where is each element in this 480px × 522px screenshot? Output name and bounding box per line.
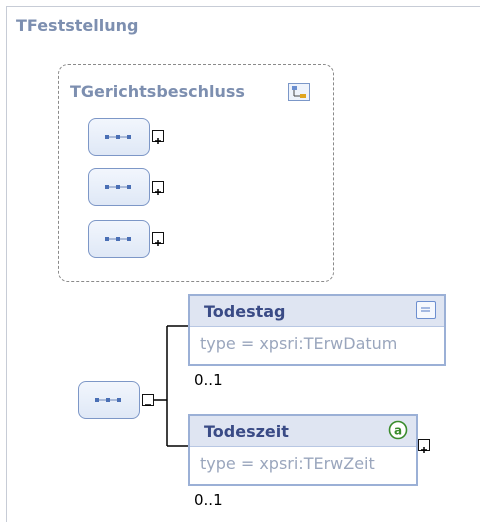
sequence-compositor[interactable] xyxy=(88,220,150,258)
element-todeszeit[interactable]: Todeszeit a type = xpsri:TErwZeit xyxy=(188,414,418,486)
element-header xyxy=(190,416,416,447)
element-name: Todestag xyxy=(204,302,286,321)
expand-icon[interactable] xyxy=(152,130,164,144)
element-todestag[interactable]: Todestag type = xpsri:TErwDatum xyxy=(188,294,446,366)
expand-icon[interactable] xyxy=(152,181,164,195)
element-name: Todeszeit xyxy=(204,422,289,441)
element-header xyxy=(190,296,444,327)
sequence-compositor[interactable] xyxy=(78,381,140,419)
element-type: type = xpsri:TErwDatum xyxy=(200,334,398,353)
sequence-compositor[interactable] xyxy=(88,118,150,156)
expand-icon[interactable] xyxy=(152,232,164,246)
svg-text:a: a xyxy=(394,424,402,438)
sequence-compositor[interactable] xyxy=(88,168,150,206)
attribute-icon: a xyxy=(388,420,408,440)
simple-content-icon xyxy=(416,301,436,319)
collapse-icon[interactable] xyxy=(142,394,154,406)
complex-type-icon xyxy=(288,83,310,101)
cardinality-label: 0..1 xyxy=(194,371,223,389)
diagram-frame xyxy=(6,6,480,522)
element-type: type = xpsri:TErwZeit xyxy=(200,454,375,473)
expand-icon[interactable] xyxy=(418,439,430,453)
complex-type-title: TFeststellung xyxy=(16,16,139,35)
group-title[interactable]: TGerichtsbeschluss xyxy=(70,82,245,101)
group-box xyxy=(58,64,334,282)
cardinality-label: 0..1 xyxy=(194,491,223,509)
